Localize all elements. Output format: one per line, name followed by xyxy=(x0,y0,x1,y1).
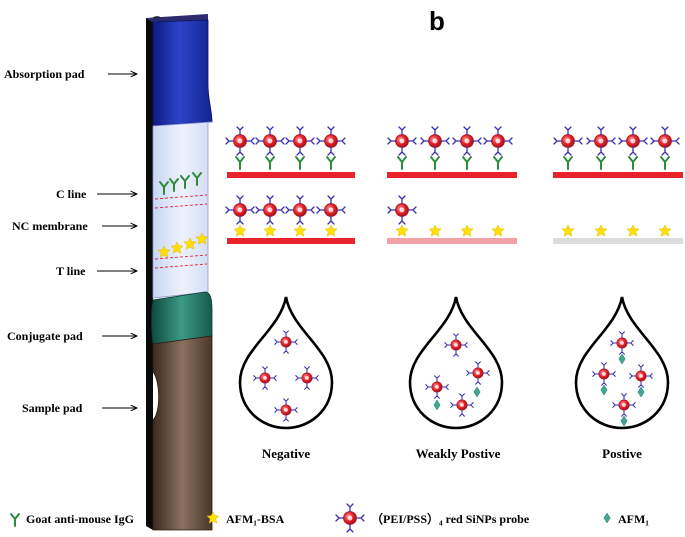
legend-probe: （PEI/PSS）₄ red SiNPs probe xyxy=(371,511,530,526)
weak-droplet xyxy=(408,296,504,430)
nc-membrane xyxy=(152,121,213,299)
pos-c-probes xyxy=(553,126,680,156)
legend-afm1: AFM₁ xyxy=(618,512,649,526)
negative-t-bsa xyxy=(233,224,338,237)
label-nc-membrane: NC membrane xyxy=(12,219,88,233)
label-conjugate-pad: Conjugate pad xyxy=(7,329,83,343)
pos-t-bsa xyxy=(561,224,672,237)
weak-t-bsa xyxy=(395,224,505,237)
pos-c-igg xyxy=(563,156,670,170)
pos-t-line-bar xyxy=(553,238,683,244)
label-sample-pad: Sample pad xyxy=(22,401,83,415)
weak-c-line-bar xyxy=(387,172,517,178)
scenario-negative: Negative xyxy=(225,126,355,461)
conjugate-pad xyxy=(151,291,213,345)
weak-c-probes xyxy=(387,126,513,156)
label-c-line: C line xyxy=(56,187,87,201)
legend-afm1-icon xyxy=(603,512,611,524)
weak-c-igg xyxy=(397,156,503,170)
legend-bsa: AFM₁-BSA xyxy=(226,512,285,526)
test-strip xyxy=(146,14,213,531)
weak-caption: Weakly Postive xyxy=(416,446,501,461)
scenario-weakly-positive: Weakly Postive xyxy=(387,126,517,461)
panel-label-b: b xyxy=(429,6,445,36)
negative-t-line-bar xyxy=(227,238,355,244)
strip-side-face xyxy=(146,18,153,530)
absorption-pad xyxy=(152,19,213,127)
strip-labels: Absorption pad C line NC membrane T line… xyxy=(4,67,137,415)
pos-caption: Postive xyxy=(602,446,642,461)
strip-c-line xyxy=(154,172,208,209)
weak-t-probes xyxy=(387,195,417,225)
negative-c-igg xyxy=(235,156,336,170)
sample-pad xyxy=(152,335,213,531)
label-t-line: T line xyxy=(56,264,86,278)
weak-t-line-bar xyxy=(387,238,517,244)
strip-t-line xyxy=(154,232,209,269)
scenario-positive: Postive xyxy=(553,126,683,461)
strip-back-top xyxy=(146,14,208,22)
legend-probe-icon xyxy=(335,503,365,533)
legend-igg-icon xyxy=(10,513,20,527)
negative-caption: Negative xyxy=(262,446,311,461)
negative-t-probes xyxy=(225,195,346,225)
legend-igg: Goat anti-mouse IgG xyxy=(26,512,134,526)
negative-droplet xyxy=(238,296,334,430)
negative-c-line-bar xyxy=(227,172,355,178)
pos-c-line-bar xyxy=(553,172,683,178)
label-absorption-pad: Absorption pad xyxy=(4,67,85,81)
negative-c-probes xyxy=(225,126,346,156)
legend: Goat anti-mouse IgG AFM₁-BSA （PEI/PSS）₄ … xyxy=(10,503,649,533)
